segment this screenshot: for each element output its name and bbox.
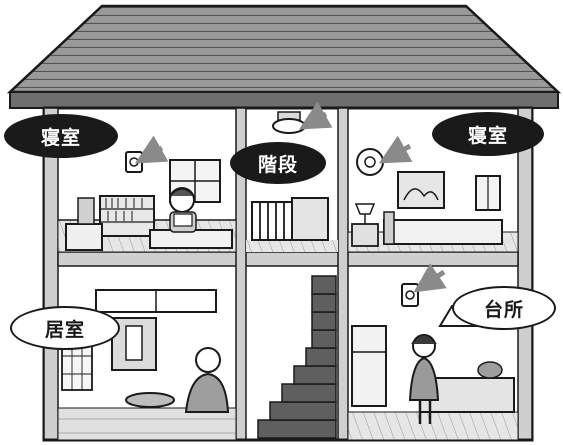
person-cooking-icon (408, 334, 440, 424)
label-stairs: 階段 (230, 142, 326, 184)
label-living-room: 居室 (10, 306, 120, 350)
room-stairs-lower (257, 275, 337, 439)
pointer-arrow-icon (378, 135, 413, 164)
pointer-arrow-icon (134, 135, 169, 164)
room-bedroom-left (57, 135, 237, 253)
room-bedroom-right (347, 135, 519, 253)
roof (6, 4, 562, 109)
label-bedroom-left: 寝室 (4, 114, 118, 158)
pointer-arrow-icon (413, 263, 447, 293)
smoke-alarm-icon (272, 111, 306, 134)
label-bedroom-right: 寝室 (432, 112, 544, 156)
smoke-alarm-icon (401, 283, 419, 307)
smoke-alarm-icon (356, 148, 384, 176)
person-reading-icon (169, 187, 197, 233)
room-stairs-upper (246, 101, 338, 252)
pointer-arrow-icon (298, 101, 333, 130)
smoke-alarm-icon (125, 151, 143, 173)
label-kitchen: 台所 (452, 286, 556, 330)
room-kitchen (347, 263, 519, 441)
person-seated-icon (184, 347, 230, 413)
